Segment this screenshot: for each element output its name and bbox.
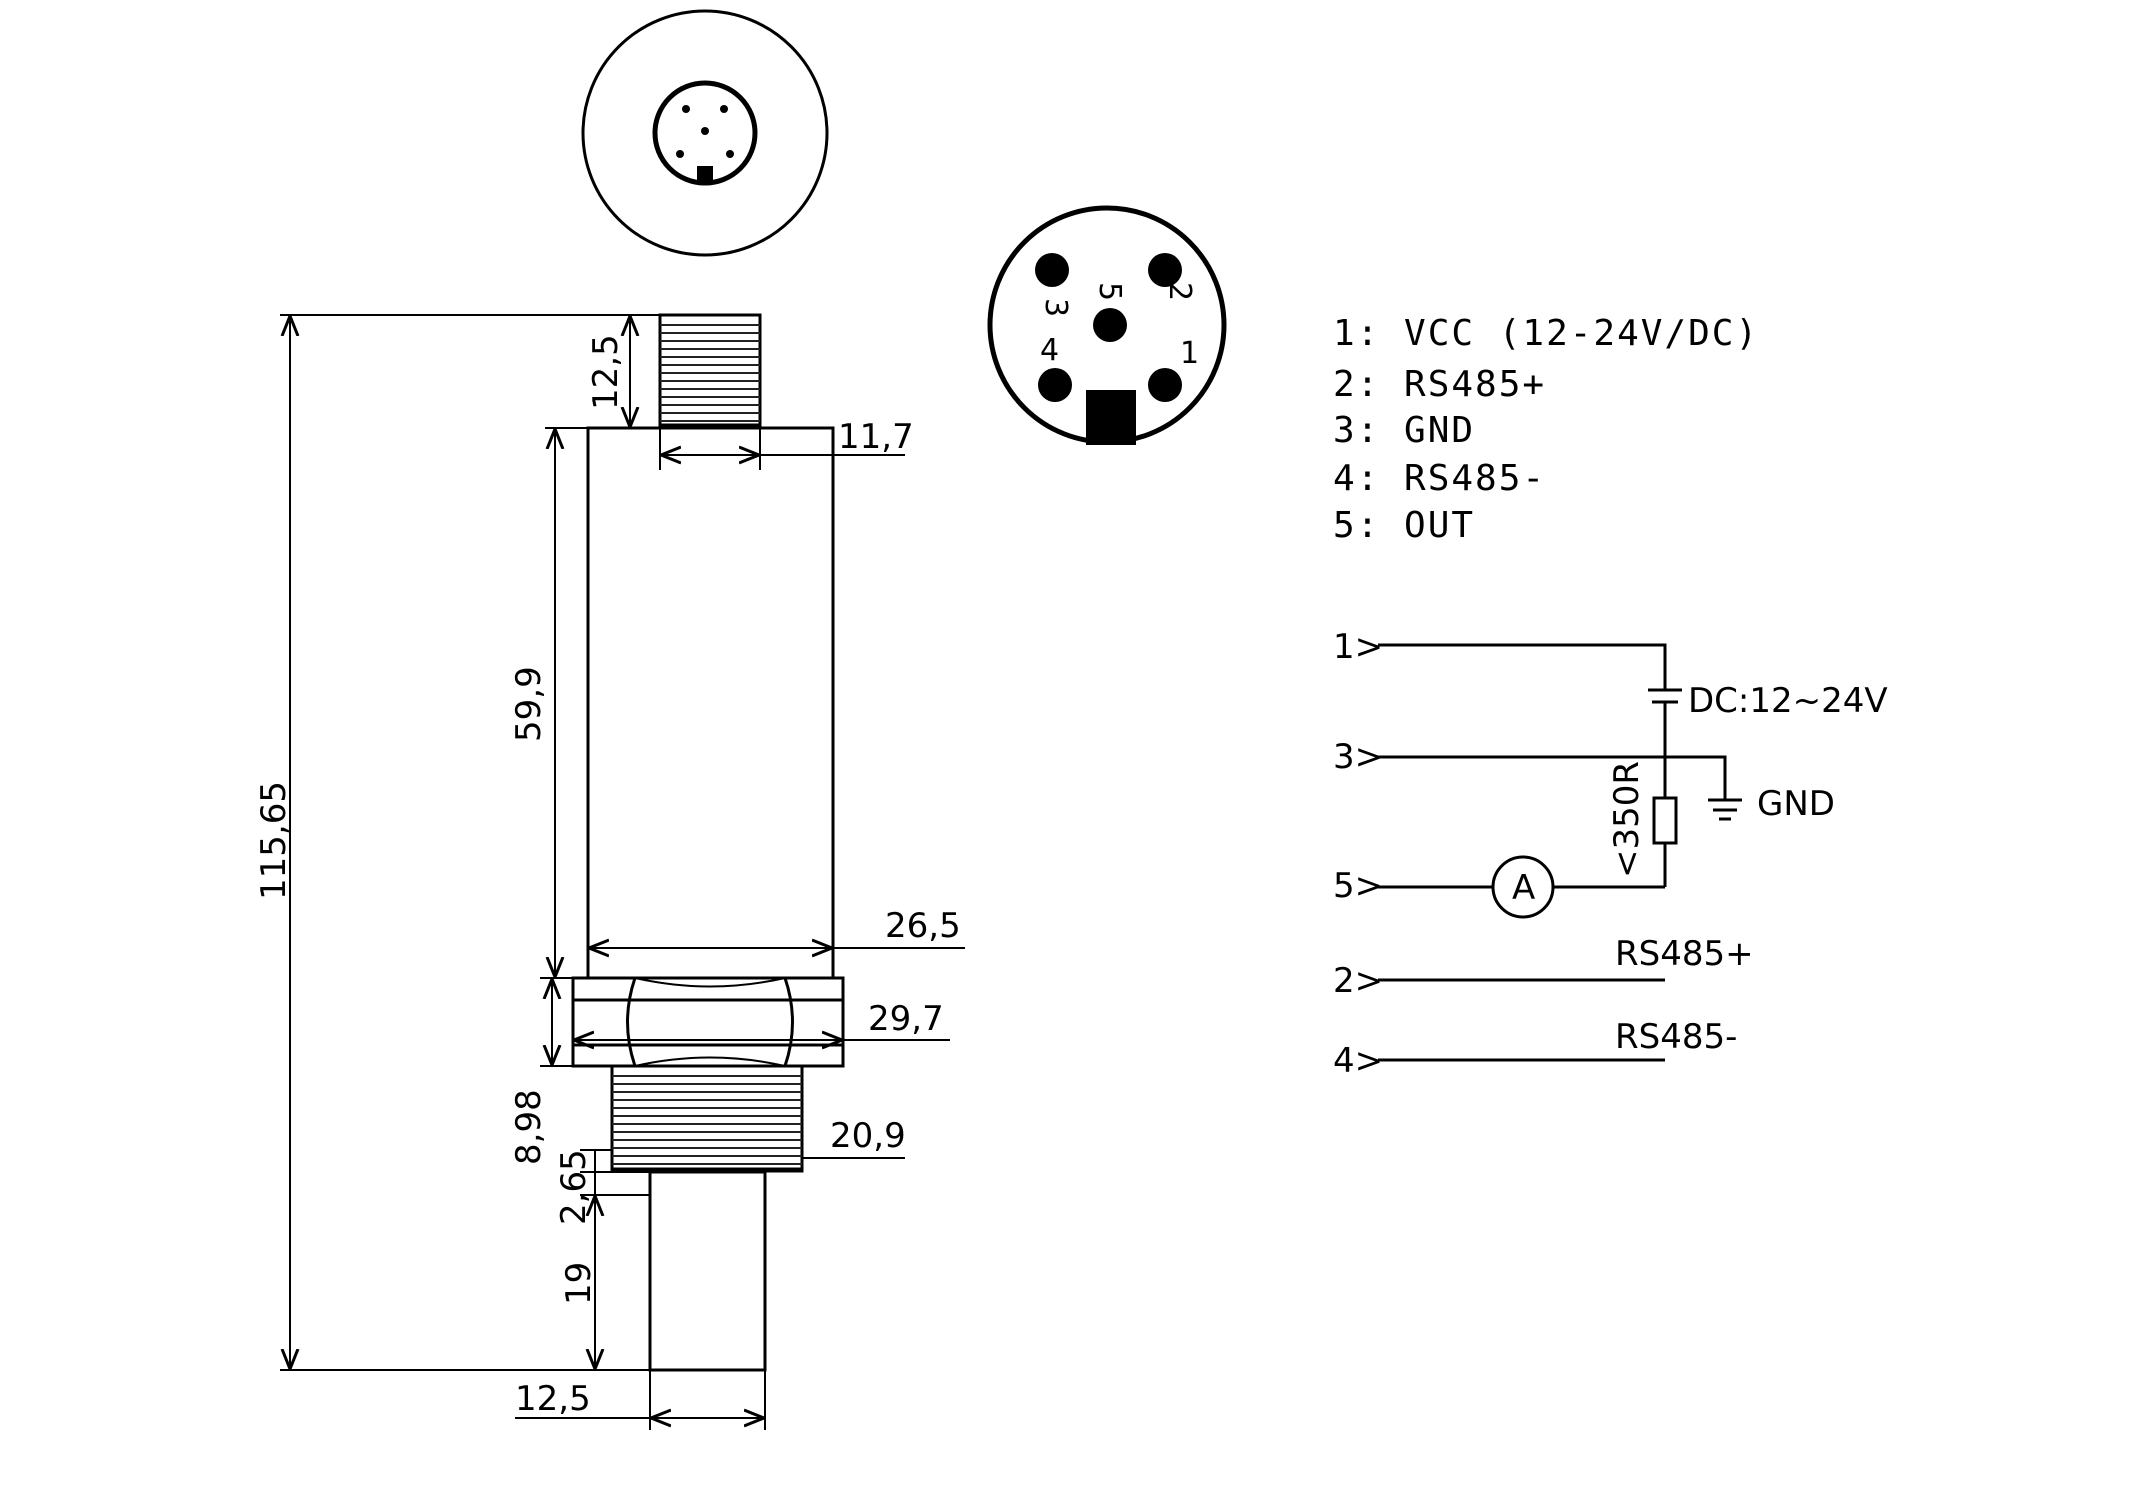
connector-threads [660, 324, 760, 422]
dim-total-height: 115,65 [254, 781, 294, 900]
sensor-side-view [571, 313, 845, 1372]
top-end-view [581, 9, 829, 257]
legend-item: 5: OUT [1333, 505, 1475, 546]
dim-probe-height: 19 [559, 1262, 599, 1305]
meter-label: A [1512, 868, 1535, 908]
pin-legend: 1: VCC (12-24V/DC) 2: RS485+ 3: GND 4: R… [1333, 313, 1759, 546]
pin-5-label: 5 [1092, 282, 1127, 301]
dim-thread-width: 20,9 [830, 1116, 906, 1156]
pin-2-label: 2 [1162, 282, 1197, 301]
legend-item: 1: VCC (12-24V/DC) [1333, 313, 1759, 354]
pin-3-label: 3 [1038, 298, 1073, 317]
dimension-labels: 115,65 12,5 11,7 59,9 26,5 29,7 8,98 20,… [254, 334, 961, 1419]
dim-connector-height: 12,5 [586, 334, 626, 410]
dim-gap-height: 2,65 [554, 1149, 594, 1225]
legend-item: 3: GND [1333, 410, 1475, 451]
pin-5-dot [1093, 308, 1127, 342]
process-threads [612, 1075, 802, 1165]
dim-body-width: 26,5 [885, 906, 961, 946]
rs485-minus-label: RS485- [1615, 1017, 1737, 1057]
pin-4-label: 4 [1040, 333, 1059, 368]
connector-pin-face: 3 5 2 4 1 [987, 205, 1227, 445]
pin-4-dot [1038, 368, 1072, 402]
ground-label: GND [1757, 784, 1835, 824]
terminal-2: 2> [1333, 961, 1383, 1001]
supply-label: DC:12~24V [1688, 681, 1888, 721]
connector-key [1086, 390, 1136, 445]
dim-connector-width: 11,7 [838, 417, 914, 457]
pin-2-dot [1148, 253, 1182, 287]
terminal-1: 1> [1333, 627, 1383, 667]
rs485-plus-label: RS485+ [1615, 934, 1754, 974]
wiring-circuit: 1> 3> 5> 2> 4> DC:12~24V GND <350R A RS4… [1333, 627, 1888, 1081]
pin-3-dot [1035, 253, 1069, 287]
terminal-3: 3> [1333, 737, 1383, 777]
legend-item: 2: RS485+ [1333, 364, 1546, 405]
terminal-5: 5> [1333, 866, 1383, 906]
legend-item: 4: RS485- [1333, 458, 1546, 499]
pin-1-dot [1148, 368, 1182, 402]
pin-1-label: 1 [1180, 336, 1199, 371]
terminal-4: 4> [1333, 1041, 1383, 1081]
resistor-label: <350R [1607, 761, 1647, 878]
dim-hex-width: 29,7 [868, 999, 944, 1039]
dim-probe-width: 12,5 [515, 1379, 591, 1419]
dim-hex-height: 8,98 [509, 1089, 549, 1165]
dimension-lines [280, 314, 965, 1430]
dim-body-height: 59,9 [509, 666, 549, 742]
